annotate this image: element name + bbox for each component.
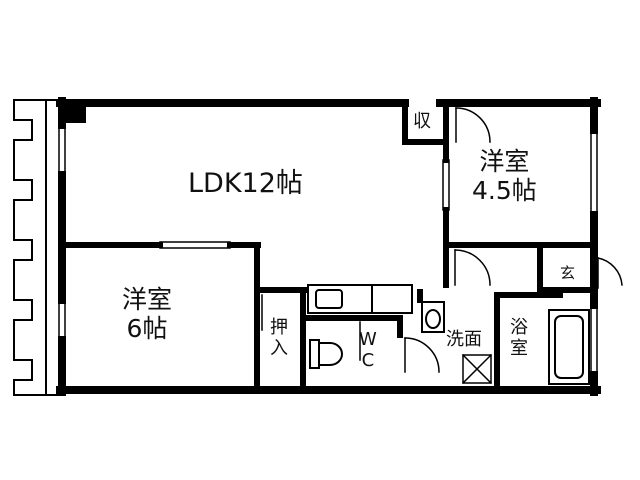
outer-walls (56, 97, 601, 396)
bathtub (548, 309, 590, 385)
western-room-a-line2: 4.5帖 (472, 175, 537, 205)
toilet-label: W C (359, 329, 377, 371)
closet-line2: 入 (270, 337, 288, 359)
western-room-b-line2: 6帖 (126, 313, 168, 343)
bath-line2: 室 (510, 337, 528, 359)
western-room-b-line1: 洋室 (122, 285, 173, 314)
bath-label: 浴 室 (510, 317, 528, 359)
bath-line1: 浴 (510, 317, 528, 338)
pillar (62, 103, 86, 123)
storage-label: 収 (413, 111, 431, 132)
interior-walls (59, 100, 597, 393)
ldk-label: LDK12帖 (188, 168, 303, 199)
toilet-fixture (309, 339, 343, 369)
toilet-line2: C (361, 349, 375, 371)
toilet-line1: W (359, 329, 377, 350)
closet-line1: 押 (270, 317, 288, 338)
western-room-a-line1: 洋室 (479, 147, 530, 176)
washroom-label: 洗面 (446, 329, 482, 350)
entrance-label: 玄 (560, 264, 576, 282)
wash-basin (421, 301, 445, 333)
closet-label: 押 入 (270, 317, 288, 359)
doors (261, 107, 623, 373)
washer-space (461, 353, 493, 385)
western-room-b-label: 洋室 6帖 (122, 285, 173, 344)
western-room-a-label: 洋室 4.5帖 (472, 147, 537, 206)
kitchen-counter (307, 284, 413, 314)
windows (58, 124, 598, 376)
balcony (13, 99, 61, 396)
